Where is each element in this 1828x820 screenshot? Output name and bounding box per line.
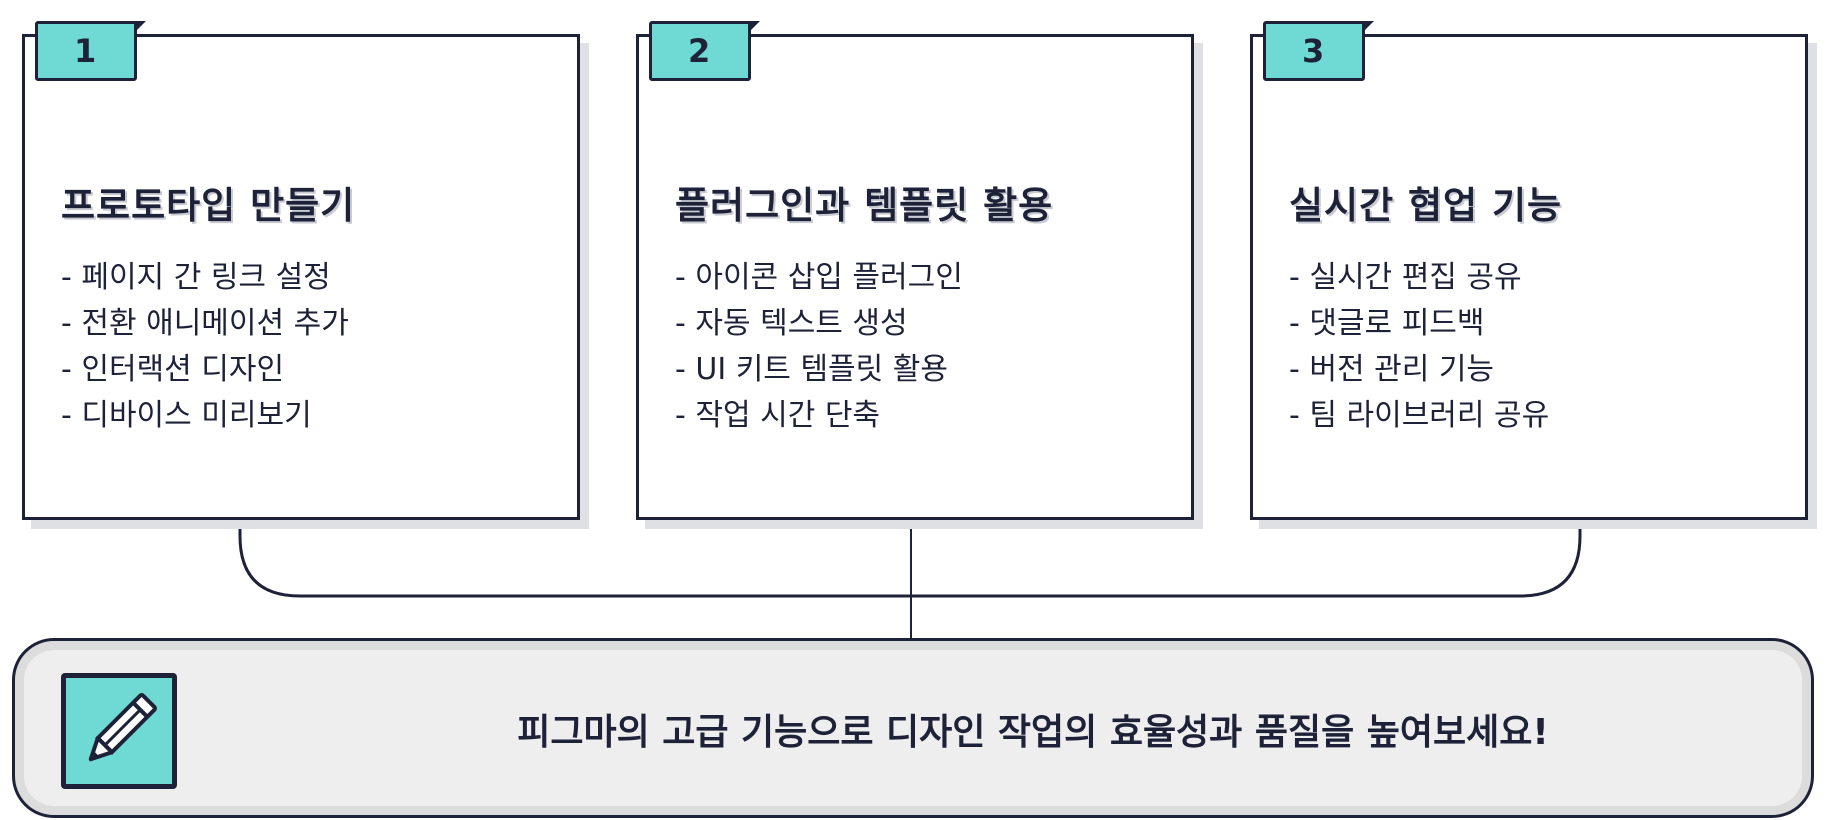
list-item: - 작업 시간 단축 <box>675 398 881 433</box>
list-item: - UI 키트 템플릿 활용 <box>675 352 948 387</box>
list-item: - 디바이스 미리보기 <box>61 398 312 433</box>
list-item: - 자동 텍스트 생성 <box>675 306 908 341</box>
banner-message: 피그마의 고급 기능으로 디자인 작업의 효율성과 품질을 높여보세요! <box>517 712 1549 753</box>
card-number-badge: 1 <box>35 21 146 81</box>
card-title: 플러그인과 템플릿 활용 <box>675 184 1054 227</box>
list-item: - 전환 애니메이션 추가 <box>61 306 349 341</box>
list-item: - 아이콘 삽입 플러그인 <box>675 260 963 295</box>
list-item: - 페이지 간 링크 설정 <box>61 260 331 295</box>
list-item: - 댓글로 피드백 <box>1289 306 1485 341</box>
card-title: 실시간 협업 기능 <box>1289 184 1563 227</box>
card-feature-list: - 아이콘 삽입 플러그인 - 자동 텍스트 생성 - UI 키트 템플릿 활용… <box>675 255 963 439</box>
card-number-badge: 3 <box>1263 21 1374 81</box>
card-prototype: 1 프로토타입 만들기 - 페이지 간 링크 설정 - 전환 애니메이션 추가 … <box>22 21 580 520</box>
card-collaboration: 3 실시간 협업 기능 - 실시간 편집 공유 - 댓글로 피드백 - 버전 관… <box>1250 21 1808 520</box>
list-item: - 팀 라이브러리 공유 <box>1289 398 1550 433</box>
list-item: - 실시간 편집 공유 <box>1289 260 1522 295</box>
list-item: - 버전 관리 기능 <box>1289 352 1495 387</box>
list-item: - 인터랙션 디자인 <box>61 352 285 387</box>
summary-banner: 피그마의 고급 기능으로 디자인 작업의 효율성과 품질을 높여보세요! <box>12 638 1814 818</box>
card-number-badge: 2 <box>649 21 760 81</box>
card-title: 프로토타입 만들기 <box>61 184 356 227</box>
card-feature-list: - 페이지 간 링크 설정 - 전환 애니메이션 추가 - 인터랙션 디자인 -… <box>61 255 349 439</box>
pencil-icon <box>61 673 177 789</box>
card-feature-list: - 실시간 편집 공유 - 댓글로 피드백 - 버전 관리 기능 - 팀 라이브… <box>1289 255 1549 439</box>
card-plugins: 2 플러그인과 템플릿 활용 - 아이콘 삽입 플러그인 - 자동 텍스트 생성… <box>636 21 1194 520</box>
